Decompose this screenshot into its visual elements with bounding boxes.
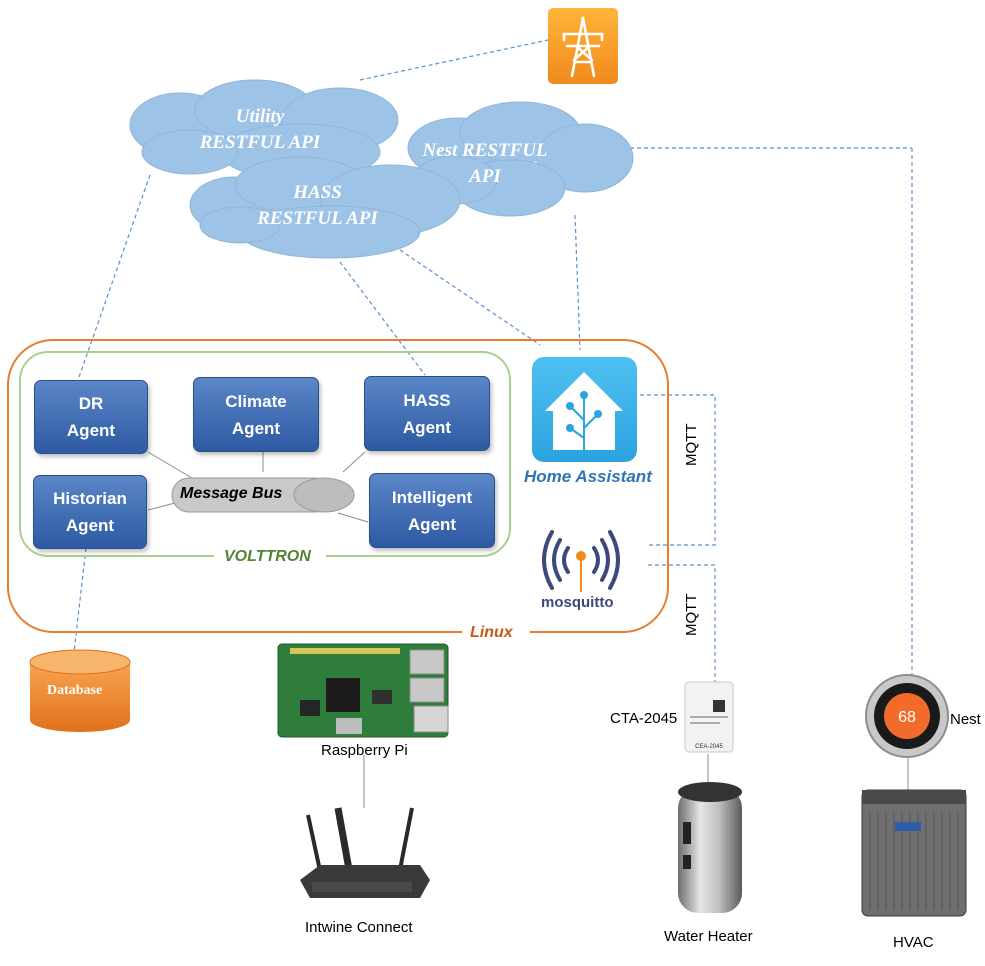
volttron-label: VOLTTRON xyxy=(224,548,311,565)
device-links xyxy=(363,754,909,808)
utility-api-line1: Utility xyxy=(235,106,285,127)
linux-label: Linux xyxy=(470,624,513,641)
nest-api-label: Nest RESTFUL API xyxy=(405,138,565,190)
mqtt-label-top: MQTT xyxy=(683,423,700,467)
water-heater-image xyxy=(678,782,742,913)
dr-agent-line1: DR xyxy=(78,394,104,413)
raspberry-pi-image xyxy=(277,643,449,738)
hass-api-line1: HASS xyxy=(293,182,342,203)
utility-api-line2: RESTFUL API xyxy=(199,132,321,153)
cta-module-text: CEA-2045 xyxy=(695,744,723,750)
cta-2045-label: CTA-2045 xyxy=(610,710,678,727)
mosquitto-logo xyxy=(538,524,626,616)
intelligent-agent-line1: Intelligent xyxy=(391,487,473,507)
hvac-label: HVAC xyxy=(893,934,934,951)
mosquitto-label: mosquitto xyxy=(541,594,614,611)
historian-agent: Historian Agent xyxy=(33,475,147,549)
historian-agent-line1: Historian xyxy=(53,489,127,508)
nest-api-line1: Nest RESTFUL xyxy=(422,140,548,161)
hvac-unit-image xyxy=(861,789,967,917)
hass-api-label: HASS RESTFUL API xyxy=(230,180,405,232)
climate-agent-line2: Agent xyxy=(231,418,281,438)
climate-agent-line1: Climate xyxy=(225,391,287,411)
bus-links xyxy=(147,451,369,523)
nest-temp: 68 xyxy=(898,709,916,726)
database-label: Database xyxy=(47,683,103,698)
cta-2045-module-image: CEA-2045 xyxy=(684,681,734,753)
intwine-connect-label: Intwine Connect xyxy=(305,919,413,936)
nest-api-line2: API xyxy=(469,166,501,187)
utility-api-label: Utility RESTFUL API xyxy=(170,104,350,156)
dr-agent: DR Agent xyxy=(34,380,148,454)
hass-agent-line2: Agent xyxy=(402,417,452,437)
message-bus-cylinder xyxy=(171,477,355,513)
raspberry-pi-label: Raspberry Pi xyxy=(321,742,408,759)
hass-agent-line1: HASS xyxy=(403,390,451,410)
climate-agent: Climate Agent xyxy=(193,377,319,452)
hass-api-line2: RESTFUL API xyxy=(257,208,378,229)
message-bus-label: Message Bus xyxy=(180,485,283,502)
hass-api-cloud xyxy=(189,156,461,259)
historian-agent-line2: Agent xyxy=(65,516,115,535)
hass-agent: HASS Agent xyxy=(364,376,490,451)
intelligent-agent-line2: Agent xyxy=(407,514,457,534)
power-tower-icon xyxy=(548,8,618,84)
intwine-router-image xyxy=(300,807,430,898)
home-assistant-logo xyxy=(532,357,637,462)
home-assistant-label: Home Assistant xyxy=(524,467,652,486)
intelligent-agent: Intelligent Agent xyxy=(369,473,495,548)
connector-lines xyxy=(73,39,913,685)
nest-api-cloud xyxy=(407,101,634,217)
database-cylinder xyxy=(29,649,131,732)
water-heater-label: Water Heater xyxy=(664,928,753,945)
mqtt-label-bottom: MQTT xyxy=(683,593,700,637)
nest-thermostat-image: 68 xyxy=(865,674,949,758)
linux-boundary xyxy=(7,339,669,633)
dr-agent-line2: Agent xyxy=(66,421,116,440)
nest-label: Nest xyxy=(950,711,981,728)
